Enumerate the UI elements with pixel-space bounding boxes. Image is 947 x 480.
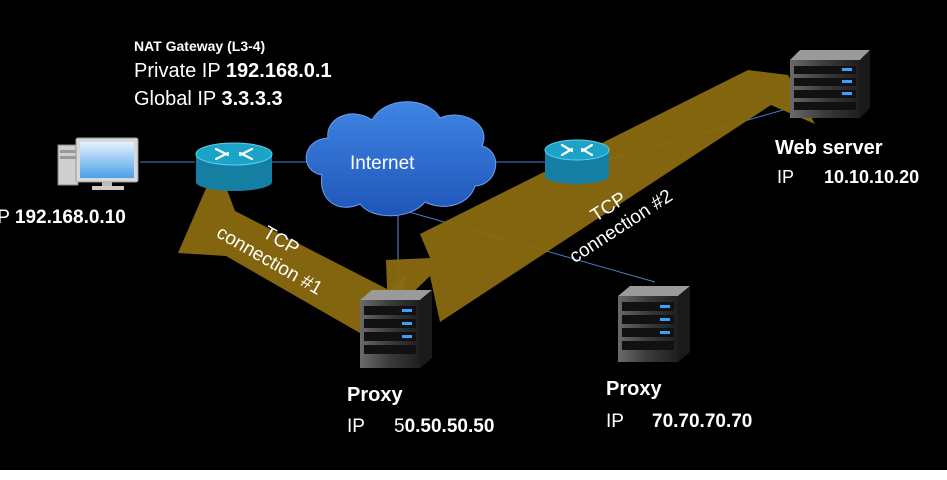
proxy-1-ip-rest: 0.50.50.50 [404, 416, 495, 437]
router-icon [544, 139, 610, 184]
proxy-1-ip-prefix: IP [347, 416, 365, 437]
nat-private-ip-prefix: Private IP [134, 60, 226, 82]
tcp-connection-1-arrow [178, 163, 408, 344]
nat-router-icon [195, 142, 273, 191]
nat-private-ip: Private IP 192.168.0.1 [134, 60, 332, 83]
proxy-1-ip: 50.50.50.50 [394, 416, 494, 438]
nat-global-ip-value: 3.3.3.3 [221, 88, 283, 110]
web-server-ip: 10.10.10.20 [824, 167, 920, 187]
web-server-icon [790, 50, 870, 118]
client-ip: IP 192.168.0.10 [0, 207, 126, 229]
nat-global-ip-prefix: Global IP [134, 88, 222, 110]
web-server-ip-prefix: IP [777, 167, 795, 187]
web-server-title: Web server [775, 137, 883, 159]
proxy-2-ip: 70.70.70.70 [652, 411, 753, 432]
nat-global-ip: Global IP 3.3.3.3 [134, 88, 283, 111]
internet-cloud [305, 101, 497, 217]
computer-icon [57, 137, 139, 190]
diagram-graphics [57, 50, 870, 368]
proxy-server-1-icon [360, 290, 432, 368]
proxy-2-title: Proxy [606, 378, 662, 400]
internet-label: Internet [350, 153, 415, 174]
proxy-2-ip-prefix: IP [606, 411, 624, 432]
bottom-margin [0, 470, 947, 480]
proxy-server-2-icon [618, 286, 690, 362]
proxy-1-ip-first-digit: 5 [394, 416, 405, 437]
client-ip-value: 192.168.0.10 [14, 207, 126, 228]
nat-gateway-title: NAT Gateway (L3-4) [134, 38, 266, 54]
tcp-connection-2-arrow [386, 70, 815, 322]
network-diagram: NAT Gateway (L3-4) Private IP 192.168.0.… [0, 38, 920, 438]
nat-private-ip-value: 192.168.0.1 [225, 60, 332, 82]
client-ip-prefix: IP [0, 207, 10, 228]
proxy-1-title: Proxy [347, 384, 403, 406]
